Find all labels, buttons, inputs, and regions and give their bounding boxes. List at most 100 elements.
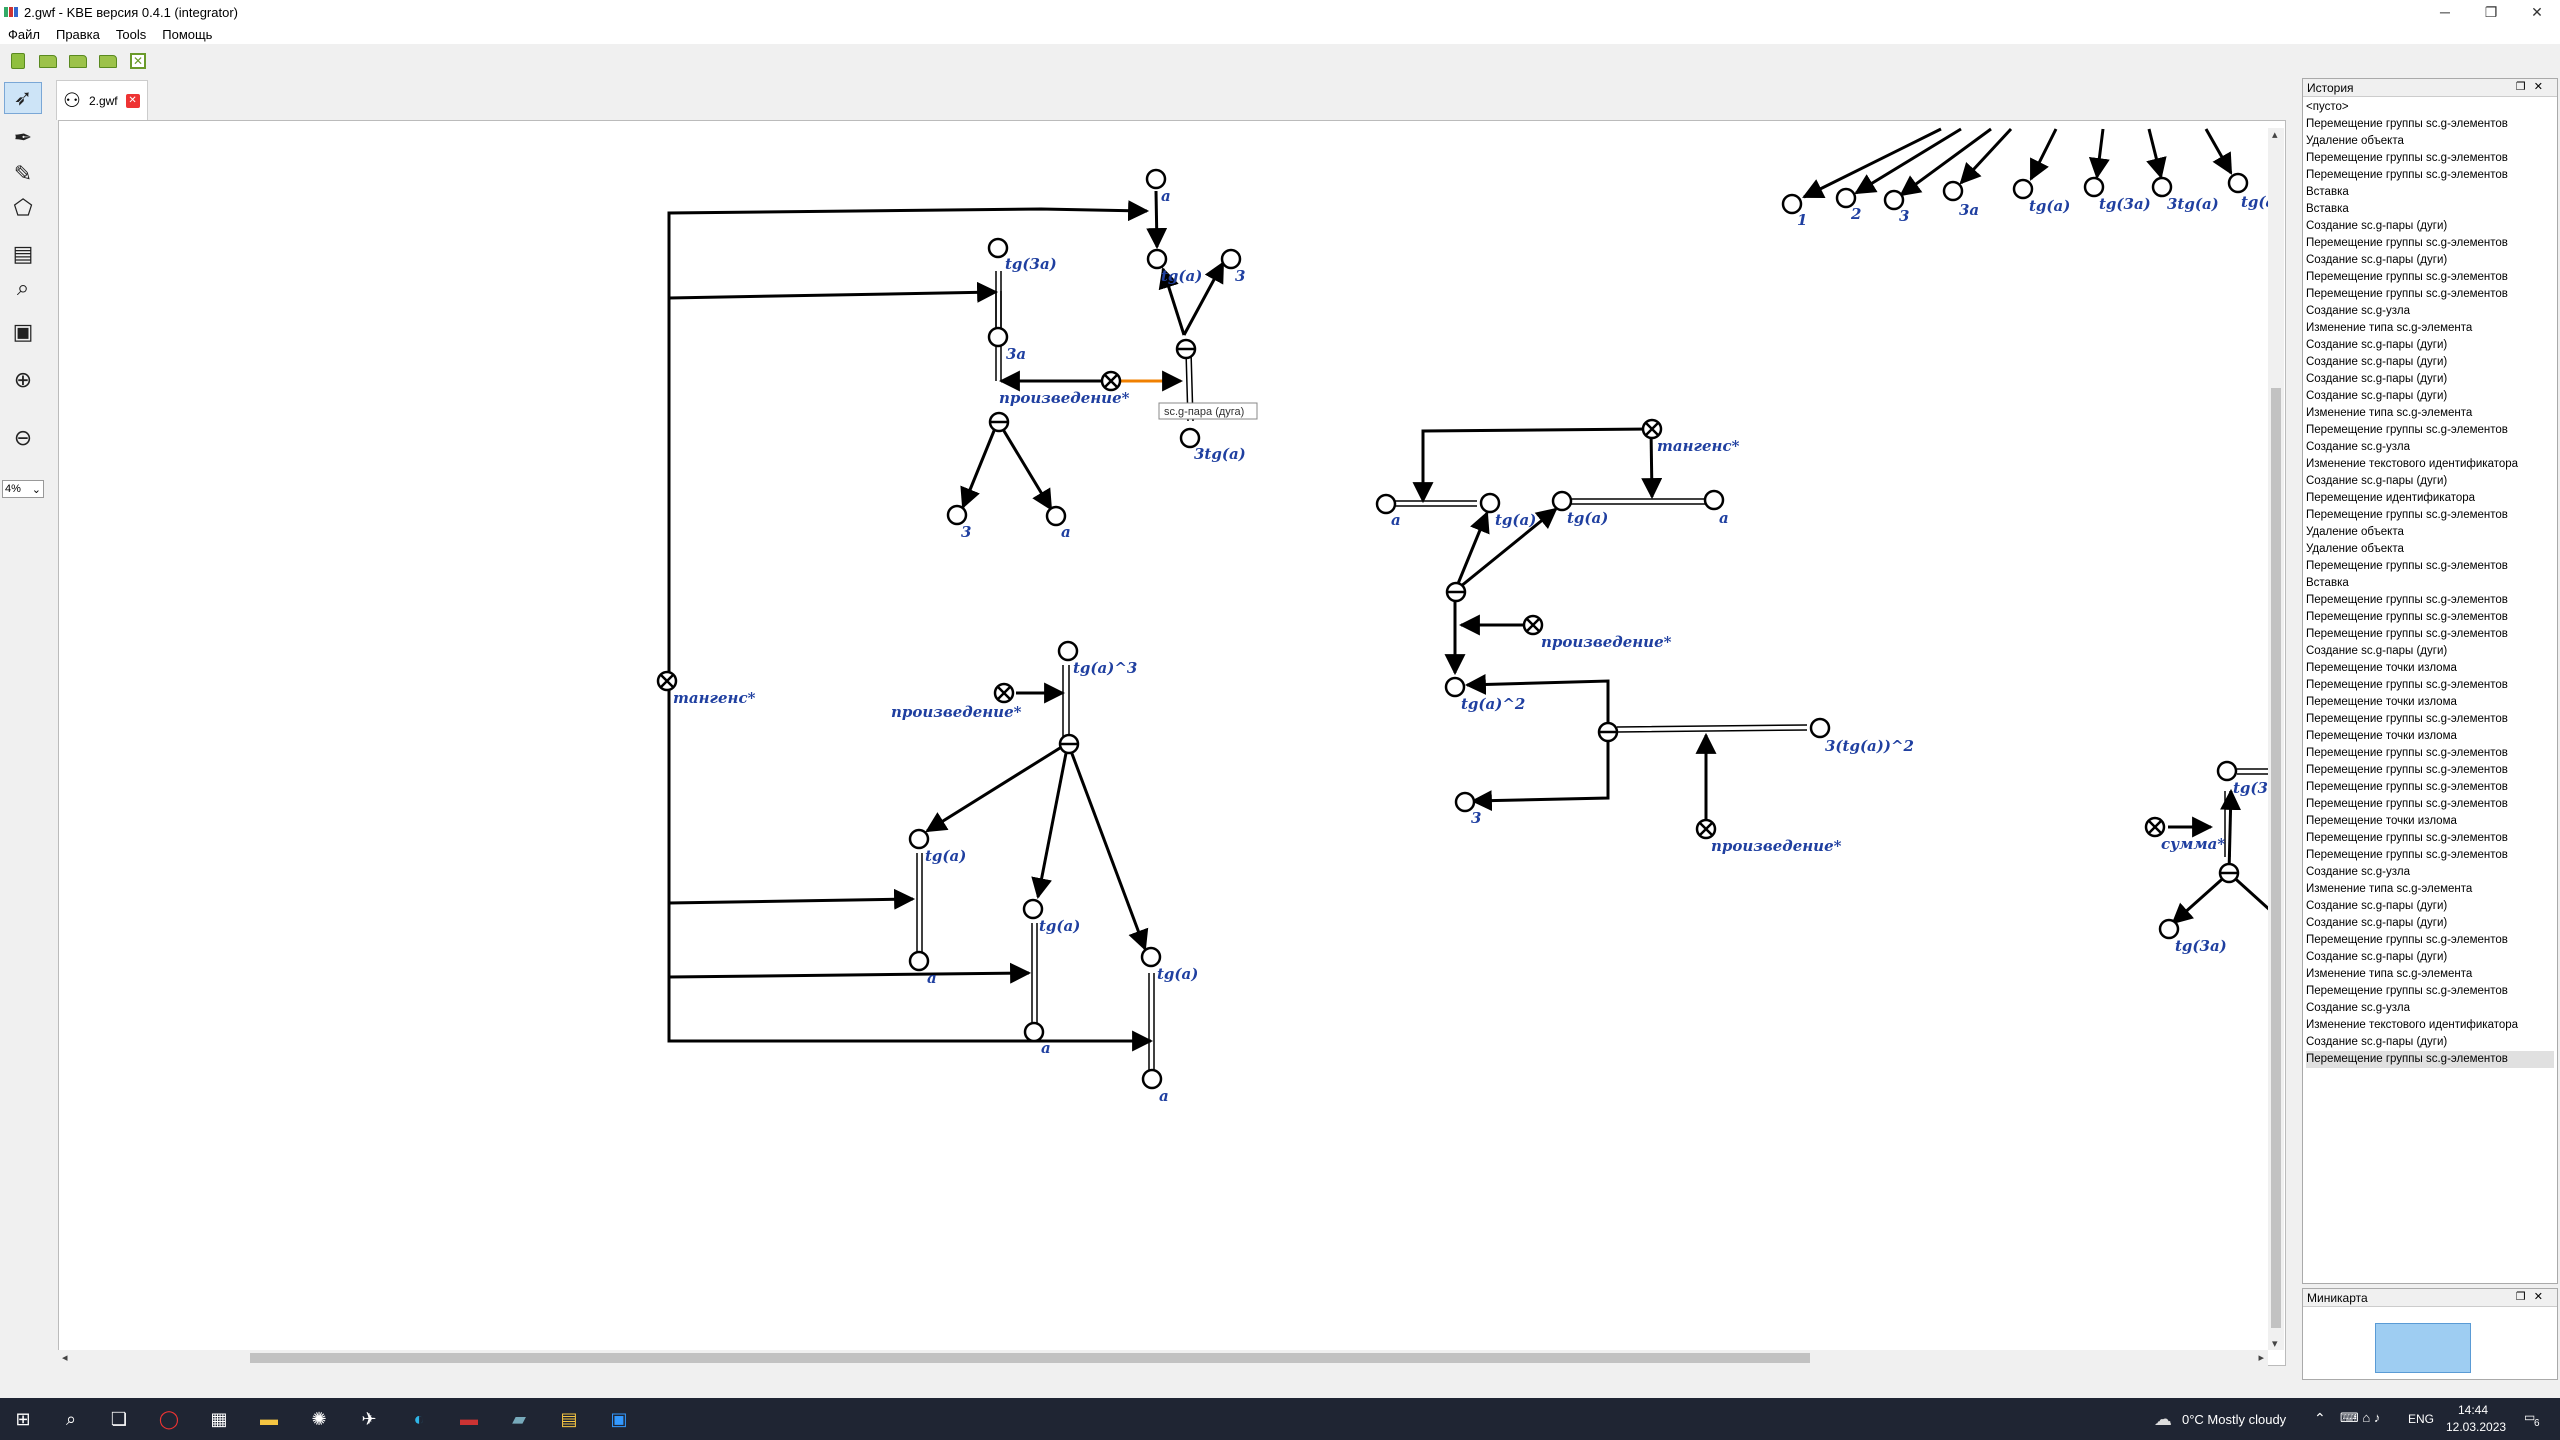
zoom-select[interactable]: 4% ⌄ [2, 480, 44, 498]
double-arc[interactable] [1563, 498, 1713, 505]
app-icon[interactable]: ▤ [560, 1408, 578, 1429]
node[interactable] [1023, 1021, 1045, 1043]
node[interactable] [1883, 189, 1905, 211]
scroll-left-icon[interactable]: ◂ [62, 1352, 68, 1364]
history-item[interactable]: Создание sc.g-пары (дуги) [2306, 900, 2448, 912]
node[interactable] [946, 504, 968, 526]
arc[interactable] [1158, 266, 1186, 336]
node[interactable] [2227, 172, 2249, 194]
history-item[interactable]: Перемещение точки излома [2306, 815, 2457, 827]
arc[interactable] [1031, 742, 1070, 900]
tab-2-gwf[interactable]: ⚇ 2.gwf ✕ [56, 80, 148, 120]
history-item[interactable]: Перемещение группы sc.g-элементов [2306, 934, 2508, 946]
node[interactable] [1179, 427, 1201, 449]
history-item[interactable]: Перемещение группы sc.g-элементов [2306, 832, 2508, 844]
double-arc[interactable] [1148, 973, 1155, 1081]
explorer-icon[interactable]: ▬ [260, 1408, 278, 1429]
search-icon[interactable]: ⌕ [65, 1408, 77, 1429]
layout-button[interactable]: ▤ [4, 238, 42, 270]
node[interactable] [1479, 492, 1501, 514]
node[interactable] [1781, 193, 1803, 215]
arc[interactable] [925, 741, 1069, 833]
history-item[interactable]: Перемещение группы sc.g-элементов [2306, 713, 2508, 725]
edge-icon[interactable]: ◐ [413, 1408, 425, 1429]
tuple-node[interactable] [1597, 721, 1619, 743]
double-arc[interactable] [1062, 665, 1070, 741]
history-item[interactable]: Удаление объекта [2306, 526, 2404, 538]
double-arc[interactable] [916, 853, 923, 959]
scroll-down-icon[interactable]: ▾ [2272, 1338, 2278, 1350]
menu-edit[interactable]: Правка [55, 26, 100, 42]
history-item[interactable]: Перемещение группы sc.g-элементов [2306, 509, 2508, 521]
vertical-scroll-thumb[interactable] [2271, 388, 2281, 1328]
bus-mode-button[interactable]: ✎ [4, 158, 42, 190]
contour-mode-button[interactable]: ⬠ [4, 192, 42, 224]
history-item[interactable]: Перемещение группы sc.g-элементов [2306, 152, 2508, 164]
tuple-node[interactable] [2218, 862, 2240, 884]
history-item[interactable]: Перемещение группы sc.g-элементов [2306, 424, 2508, 436]
close-window-button[interactable]: ✕ [2531, 3, 2543, 20]
save-as-button[interactable] [98, 51, 118, 71]
node[interactable] [1942, 180, 1964, 202]
node[interactable] [2151, 176, 2173, 198]
double-arc[interactable] [1395, 500, 1477, 507]
tuple-node[interactable] [1175, 338, 1197, 360]
history-item[interactable]: Создание sc.g-узла [2306, 866, 2410, 878]
vertical-scrollbar[interactable]: ▴ ▾ [2268, 128, 2284, 1350]
history-item[interactable]: Перемещение группы sc.g-элементов [2306, 611, 2508, 623]
tuple-node[interactable] [1058, 733, 1080, 755]
arc[interactable] [2088, 128, 2110, 180]
arc[interactable] [1899, 127, 1992, 197]
open-file-button[interactable] [38, 51, 58, 71]
relation-node[interactable] [1522, 614, 1544, 636]
history-item[interactable]: Перемещение группы sc.g-элементов [2306, 628, 2508, 640]
horizontal-scroll-thumb[interactable] [250, 1353, 1810, 1363]
history-item[interactable]: Создание sc.g-пары (дуги) [2306, 645, 2448, 657]
history-item[interactable]: Создание sc.g-пары (дуги) [2306, 1036, 2448, 1048]
history-item[interactable]: Удаление объекта [2306, 135, 2404, 147]
tuple-node[interactable] [1445, 581, 1467, 603]
arc[interactable] [1454, 507, 1558, 593]
arc[interactable] [996, 420, 1053, 511]
history-item[interactable]: Создание sc.g-узла [2306, 1002, 2410, 1014]
history-item[interactable]: Перемещение группы sc.g-элементов [2306, 169, 2508, 181]
menu-help[interactable]: Помощь [162, 26, 213, 42]
double-arc[interactable] [1616, 724, 1808, 733]
history-item[interactable]: Изменение типа sc.g-элемента [2306, 322, 2473, 334]
history-item[interactable]: Изменение типа sc.g-элемента [2306, 968, 2473, 980]
tray-icons[interactable]: ⌨ ⌂ ♪ [2340, 1410, 2381, 1425]
history-item[interactable]: Вставка [2306, 186, 2349, 198]
history-item[interactable]: Перемещение группы sc.g-элементов [2306, 849, 2508, 861]
tab-close-icon[interactable]: ✕ [125, 93, 140, 108]
node[interactable] [1146, 248, 1168, 270]
arc[interactable] [668, 888, 916, 910]
history-item[interactable]: Перемещение группы sc.g-элементов [2306, 679, 2508, 691]
history-item[interactable]: Создание sc.g-пары (дуги) [2306, 475, 2448, 487]
node[interactable] [1444, 676, 1466, 698]
notification-icon[interactable]: ▭ [2524, 1410, 2536, 1424]
arc[interactable] [668, 962, 1032, 984]
history-item[interactable]: Перемещение группы sc.g-элементов [2306, 560, 2508, 572]
weather-text[interactable]: 0°C Mostly cloudy [2182, 1412, 2287, 1427]
minimize-button[interactable]: ─ [2440, 4, 2450, 20]
panel-controls[interactable]: ❐✕ [2515, 81, 2551, 93]
app-icon[interactable]: ▣ [610, 1408, 628, 1429]
node[interactable] [1140, 946, 1162, 968]
node[interactable] [1809, 717, 1831, 739]
history-item[interactable]: Изменение типа sc.g-элемента [2306, 883, 2473, 895]
weather-icon[interactable]: ☁ [2154, 1408, 2172, 1429]
history-item[interactable]: Перемещение группы sc.g-элементов [2306, 594, 2508, 606]
clock-date[interactable]: 12.03.2023 [2446, 1420, 2507, 1434]
relation-node[interactable] [1695, 818, 1717, 840]
new-file-button[interactable] [8, 51, 28, 71]
history-item[interactable]: Изменение текстового идентификатора [2306, 458, 2519, 470]
opera-icon[interactable]: ◯ [158, 1408, 180, 1429]
history-item[interactable]: Перемещение группы sc.g-элементов [2306, 271, 2508, 283]
relation-node[interactable] [1100, 370, 1122, 392]
export-image-button[interactable]: ▣ [4, 316, 42, 348]
node[interactable] [1141, 1068, 1163, 1090]
horizontal-scrollbar[interactable]: ◂ ▸ [58, 1350, 2268, 1366]
relation-node[interactable] [1641, 418, 1663, 440]
history-item[interactable]: Создание sc.g-узла [2306, 305, 2410, 317]
app-icon[interactable]: ✺ [311, 1408, 327, 1429]
